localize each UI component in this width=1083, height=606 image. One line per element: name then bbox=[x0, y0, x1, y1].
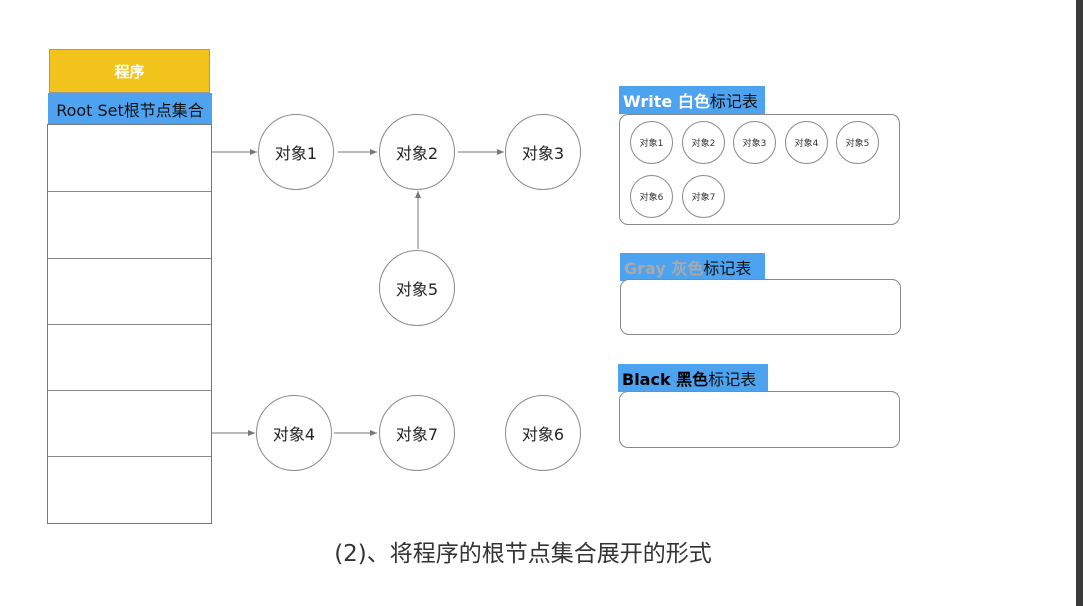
root-set-cells bbox=[47, 124, 212, 524]
black-table-title: Black 黑色 标记表 bbox=[618, 364, 768, 392]
program-header: 程序 bbox=[49, 49, 210, 93]
white-title-en: Write 白色 bbox=[623, 92, 710, 111]
root-set-label: Root Set根节点集合 bbox=[48, 93, 212, 124]
black-mark-table bbox=[619, 391, 900, 448]
gray-table-title: Gray 灰色 标记表 bbox=[620, 253, 765, 281]
white-item-obj3: 对象3 bbox=[733, 121, 776, 164]
node-obj5: 对象5 bbox=[379, 250, 455, 326]
gray-mark-table bbox=[620, 279, 901, 335]
white-item-obj6: 对象6 bbox=[630, 175, 673, 218]
black-title-rest: 标记表 bbox=[708, 370, 757, 389]
node-obj6: 对象6 bbox=[505, 395, 581, 471]
root-cell bbox=[48, 192, 211, 259]
program-title: 程序 bbox=[114, 62, 145, 81]
root-cell bbox=[48, 325, 211, 391]
figure-caption: (2)、将程序的根节点集合展开的形式 bbox=[334, 541, 712, 567]
white-table-title: Write 白色 标记表 bbox=[619, 86, 765, 114]
white-item-obj4: 对象4 bbox=[785, 121, 828, 164]
root-cell bbox=[48, 259, 211, 325]
node-obj2: 对象2 bbox=[379, 114, 455, 190]
white-mark-table: 对象1 对象2 对象3 对象4 对象5 对象6 对象7 bbox=[619, 114, 900, 225]
window-edge-strip bbox=[1076, 0, 1083, 606]
node-obj4: 对象4 bbox=[256, 395, 332, 471]
node-obj7: 对象7 bbox=[379, 395, 455, 471]
node-obj3: 对象3 bbox=[505, 114, 581, 190]
white-item-obj7: 对象7 bbox=[682, 175, 725, 218]
white-item-obj2: 对象2 bbox=[682, 121, 725, 164]
root-cell bbox=[48, 391, 211, 457]
root-cell bbox=[48, 125, 211, 192]
gray-title-en: Gray 灰色 bbox=[624, 259, 704, 278]
gray-title-rest: 标记表 bbox=[703, 259, 752, 278]
black-title-en: Black 黑色 bbox=[622, 370, 709, 389]
white-item-obj1: 对象1 bbox=[630, 121, 673, 164]
white-title-rest: 标记表 bbox=[709, 92, 758, 111]
white-item-obj5: 对象5 bbox=[836, 121, 879, 164]
node-obj1: 对象1 bbox=[258, 114, 334, 190]
